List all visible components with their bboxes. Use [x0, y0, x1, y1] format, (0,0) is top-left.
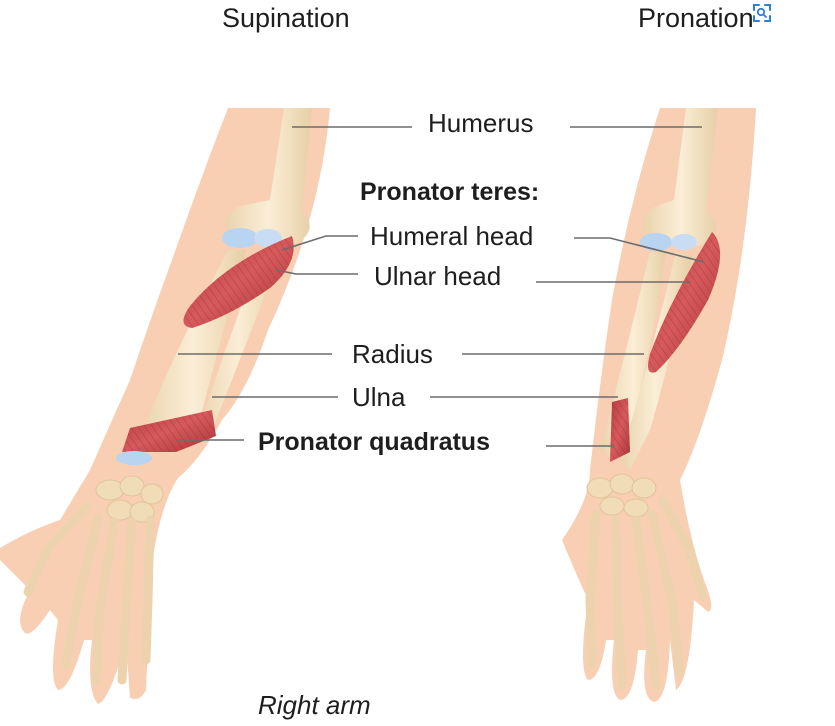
- left-elbow-cartilage: [222, 228, 258, 248]
- left-pronator-quadratus-fibers: [122, 410, 216, 452]
- heading-pronation: Pronation: [638, 3, 754, 33]
- right-elbow-cartilage-2: [671, 234, 697, 250]
- label-pronator-quadratus: Pronator quadratus: [258, 428, 490, 456]
- label-ulnar-head: Ulnar head: [374, 261, 502, 291]
- right-finger-bones: [585, 495, 707, 691]
- right-humerus-bone: [643, 108, 718, 246]
- right-pronator-teres-fibers: [648, 232, 721, 373]
- caption-right-arm: Right arm: [258, 690, 371, 720]
- left-wrist-cartilage: [116, 451, 152, 465]
- label-pronator-teres: Pronator teres:: [360, 178, 540, 206]
- label-ulna: Ulna: [352, 382, 406, 412]
- leader-humeral-head-left: [281, 235, 358, 251]
- right-pronator-quadratus-fibers: [610, 398, 630, 462]
- left-ulna-bone: [196, 250, 280, 436]
- right-arm-pronation: [562, 108, 756, 702]
- label-radius: Radius: [352, 339, 433, 369]
- leader-ulnar-head-left: [275, 269, 358, 275]
- left-humerus-bone: [224, 108, 312, 244]
- image-scan-icon[interactable]: [752, 3, 772, 23]
- label-humerus: Humerus: [428, 108, 534, 138]
- left-carpal-bones: [95, 475, 164, 523]
- left-arm-supination: [0, 108, 330, 704]
- label-humeral-head: Humeral head: [370, 221, 534, 251]
- right-carpal-bones: [586, 473, 657, 518]
- left-pronator-teres-fibers: [183, 236, 294, 328]
- left-elbow-cartilage-2: [254, 229, 282, 247]
- heading-supination: Supination: [222, 3, 350, 33]
- leader-humeral-head-right: [574, 237, 705, 263]
- right-elbow-cartilage: [640, 233, 672, 251]
- leader-lines: [178, 126, 705, 447]
- image-scan-icon-glyph: [753, 4, 771, 22]
- left-finger-bones: [23, 501, 155, 685]
